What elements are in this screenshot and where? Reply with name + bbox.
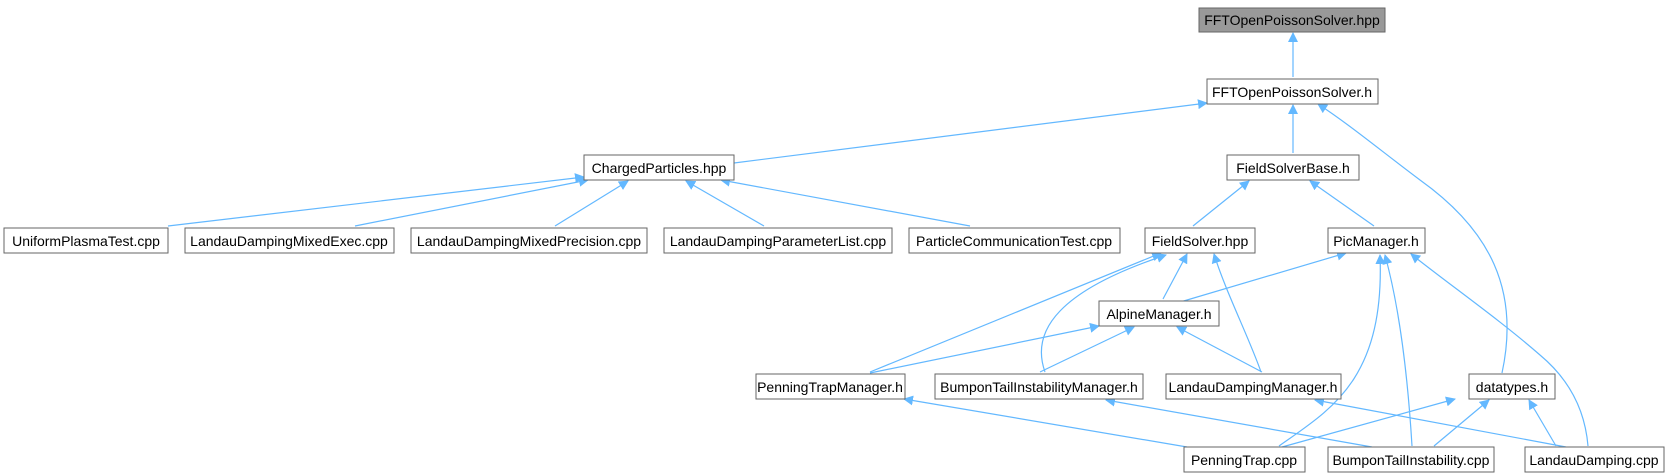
- edge-n11-n13: [1039, 326, 1135, 373]
- node-landaudampingmixedprecision-cpp[interactable]: LandauDampingMixedPrecision.cpp: [410, 227, 648, 254]
- node-chargedparticles-hpp[interactable]: ChargedParticles.hpp: [583, 154, 735, 181]
- node-penningtrapmanager-h[interactable]: PenningTrapManager.h: [755, 373, 906, 400]
- node-bumpontailinstabilitymanager-h[interactable]: BumponTailInstabilityManager.h: [934, 373, 1144, 400]
- node-label: UniformPlasmaTest.cpp: [12, 233, 160, 249]
- edge-n10-n17: [1382, 254, 1413, 447]
- edge-n2-n4: [167, 173, 585, 227]
- edge-n2-n5: [354, 176, 589, 227]
- node-label: LandauDampingManager.h: [1169, 379, 1338, 395]
- node-fftopenpoissonsolver-h[interactable]: FFTOpenPoissonSolver.h: [1206, 78, 1379, 105]
- node-landaudamping-cpp[interactable]: LandauDamping.cpp: [1524, 446, 1665, 473]
- edge-n15-n18: [1528, 399, 1557, 447]
- node-landaudampingmixedexec-cpp[interactable]: LandauDampingMixedExec.cpp: [184, 227, 395, 254]
- edge-n2-n8: [720, 176, 971, 227]
- edge-n11-n14: [1176, 326, 1263, 373]
- edge-n2-n6: [554, 180, 629, 227]
- node-label: ParticleCommunicationTest.cpp: [916, 233, 1112, 249]
- node-label: PicManager.h: [1333, 233, 1419, 249]
- node-label: LandauDampingMixedExec.cpp: [190, 233, 388, 249]
- node-datatypes-h[interactable]: datatypes.h: [1468, 373, 1556, 400]
- edge-n9-n14: [1211, 253, 1262, 373]
- edge-n9-n11: [1162, 253, 1188, 300]
- edge-n14-n18: [1314, 396, 1567, 448]
- node-penningtrap-cpp[interactable]: PenningTrap.cpp: [1183, 446, 1306, 473]
- node-landaudampingmanager-h[interactable]: LandauDampingManager.h: [1165, 373, 1342, 400]
- edge-n1-n15: [1317, 103, 1508, 374]
- edge-n10-n11: [1159, 250, 1347, 309]
- node-label: PenningTrapManager.h: [757, 379, 903, 395]
- edge-n10-n16: [1278, 254, 1386, 447]
- node-label: LandauDampingMixedPrecision.cpp: [417, 233, 641, 249]
- node-picmanager-h[interactable]: PicManager.h: [1327, 227, 1426, 254]
- edge-n3-n10: [1309, 180, 1375, 227]
- node-label: FieldSolver.hpp: [1152, 233, 1249, 249]
- node-landaudampingparameterlist-cpp[interactable]: LandauDampingParameterList.cpp: [663, 227, 893, 254]
- edge-n12-n16: [903, 395, 1188, 448]
- node-uniformplasmatest-cpp[interactable]: UniformPlasmaTest.cpp: [3, 227, 169, 254]
- edge-n9-n12: [869, 251, 1162, 373]
- edge-n9-n13: [1040, 253, 1167, 373]
- node-label: ChargedParticles.hpp: [592, 160, 727, 176]
- node-bumpontailinstability-cpp[interactable]: BumponTailInstability.cpp: [1327, 446, 1495, 473]
- node-fftopenpoissonsolver-hpp[interactable]: FFTOpenPoissonSolver.hpp: [1198, 7, 1386, 33]
- node-label: LandauDamping.cpp: [1529, 452, 1658, 468]
- node-label: PenningTrap.cpp: [1191, 452, 1297, 468]
- edge-n10-n18: [1410, 253, 1589, 447]
- edge-n2-n7: [685, 180, 765, 227]
- node-label: BumponTailInstability.cpp: [1333, 452, 1490, 468]
- edge-layer: [167, 32, 1589, 448]
- node-fieldsolver-hpp[interactable]: FieldSolver.hpp: [1144, 227, 1256, 254]
- edge-n13-n17: [1105, 396, 1373, 448]
- edge-n15-n16: [1281, 396, 1456, 448]
- node-label: AlpineManager.h: [1106, 306, 1211, 322]
- edge-n3-n9: [1192, 180, 1250, 227]
- node-label: FFTOpenPoissonSolver.hpp: [1204, 12, 1380, 28]
- node-fieldsolverbase-h[interactable]: FieldSolverBase.h: [1226, 154, 1360, 181]
- node-label: BumponTailInstabilityManager.h: [940, 379, 1138, 395]
- edge-n15-n17: [1433, 399, 1490, 447]
- node-label: datatypes.h: [1476, 379, 1548, 395]
- edge-n11-n12: [869, 322, 1100, 374]
- node-label: FFTOpenPoissonSolver.h: [1212, 84, 1372, 100]
- node-label: LandauDampingParameterList.cpp: [670, 233, 887, 249]
- node-layer: FFTOpenPoissonSolver.hpp FFTOpenPoissonS…: [3, 7, 1665, 473]
- node-label: FieldSolverBase.h: [1236, 160, 1350, 176]
- edge-n1-n2: [733, 99, 1208, 164]
- node-alpinemanager-h[interactable]: AlpineManager.h: [1098, 300, 1220, 327]
- node-particlecommunicationtest-cpp[interactable]: ParticleCommunicationTest.cpp: [908, 227, 1121, 254]
